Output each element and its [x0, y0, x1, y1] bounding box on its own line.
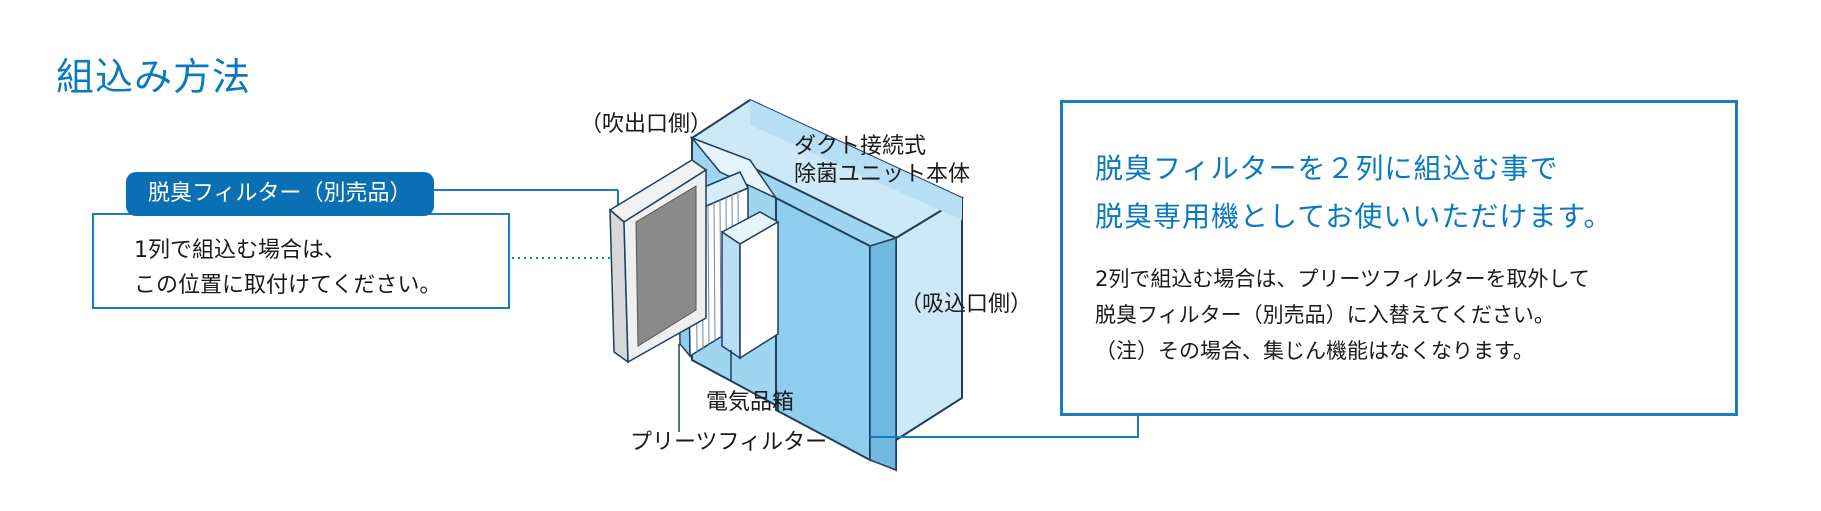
right-heading-line2: 脱臭専用機としてお使いいただけます。	[1095, 200, 1613, 233]
electrical-box-label: 電気品箱	[706, 390, 795, 415]
right-box-connector	[870, 416, 1139, 438]
pleats-filter-label: プリーツフィルター	[630, 430, 828, 455]
right-explanation-box: 脱臭フィルターを２列に組込む事で 脱臭専用機としてお使いいただけます。 2列で組…	[1060, 100, 1738, 416]
inlet-side-label: （吸込口側）	[900, 292, 1033, 317]
outlet-side-label: （吹出口側）	[580, 112, 713, 137]
unit-label-line1: ダクト接続式	[794, 134, 927, 159]
electrical-box-shape	[720, 211, 780, 360]
unit-label-line2: 除菌ユニット本体	[794, 162, 971, 187]
right-heading-line1: 脱臭フィルターを２列に組込む事で	[1095, 152, 1559, 185]
right-body-line1: 2列で組込む場合は、プリーツフィルターを取外して	[1095, 267, 1590, 291]
left-callout-line2: この位置に取付けてください。	[134, 273, 442, 298]
unit-body	[689, 98, 965, 472]
page-title: 組込み方法	[56, 55, 252, 99]
left-callout-line1: 1列で組込む場合は、	[134, 238, 346, 263]
right-body-line2: 脱臭フィルター（別売品）に入替えてください。	[1095, 303, 1555, 327]
right-body-line3: （注）その場合、集じん機能はなくなります。	[1095, 339, 1534, 363]
left-callout-box: 1列で組込む場合は、 この位置に取付けてください。	[92, 213, 510, 309]
deodorizing-filter-tag: 脱臭フィルター（別売品）	[126, 172, 434, 216]
deodorizing-filter-shape	[608, 159, 708, 364]
unit-recess	[689, 136, 779, 200]
